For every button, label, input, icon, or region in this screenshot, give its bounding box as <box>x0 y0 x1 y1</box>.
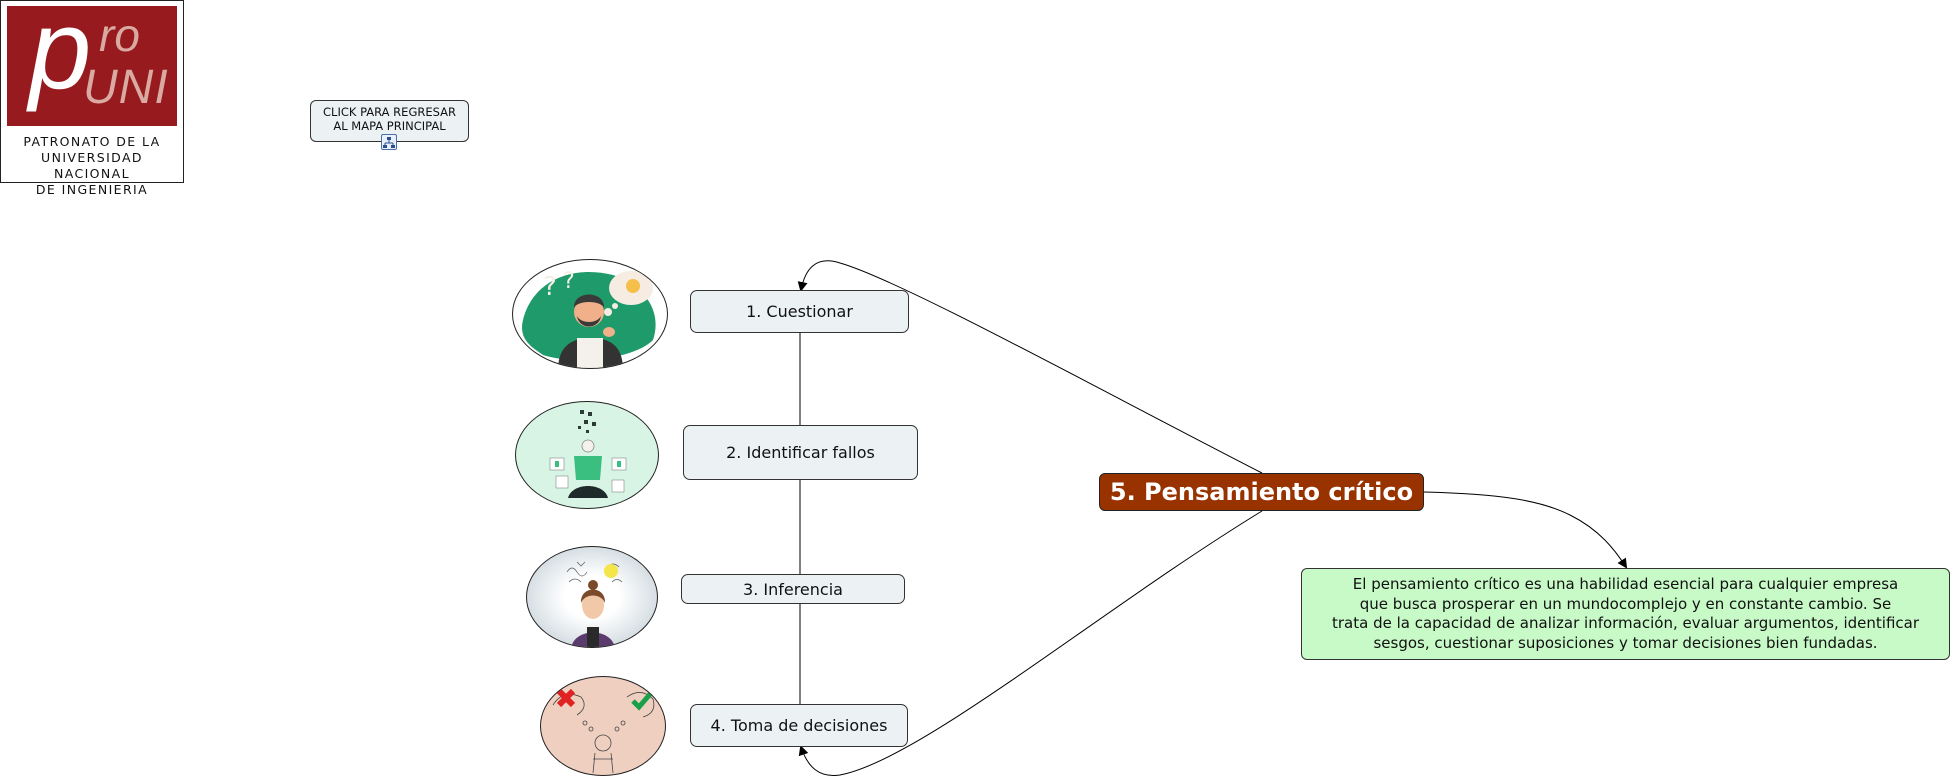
topic-node-label: 3. Inferencia <box>743 579 843 599</box>
topic-node-label: 4. Toma de decisiones <box>710 716 888 735</box>
back-to-main-map-button[interactable]: CLICK PARA REGRESAR AL MAPA PRINCIPAL <box>310 100 469 142</box>
description-line: que busca prosperar en un mundocomplejo … <box>1359 594 1892 613</box>
central-topic-node[interactable]: 5. Pensamiento crítico <box>1099 473 1424 511</box>
logo-caption: PATRONATO DE LA UNIVERSIDAD NACIONAL DE … <box>1 134 183 198</box>
logo-mark: p ro UNI <box>7 6 177 126</box>
logo-caption-line: UNIVERSIDAD NACIONAL <box>41 150 143 181</box>
topic-node-identificar-fallos[interactable]: 2. Identificar fallos <box>683 425 918 480</box>
svg-text:?: ? <box>563 269 575 294</box>
central-to-node1-arrow <box>797 260 1263 474</box>
back-button-line: CLICK PARA REGRESAR <box>323 105 456 119</box>
topic-node-label: 1. Cuestionar <box>746 302 853 321</box>
description-line: sesgos, cuestionar suposiciones y tomar … <box>1373 633 1878 652</box>
svg-text:?: ? <box>543 272 557 302</box>
central-topic-label: 5. Pensamiento crítico <box>1109 478 1414 506</box>
description-note[interactable]: El pensamiento crítico es una habilidad … <box>1301 568 1950 660</box>
logo-caption-line: PATRONATO DE LA <box>23 134 161 149</box>
central-to-description-arrow <box>1423 491 1628 569</box>
logo-mark-ro: ro <box>99 9 140 61</box>
map-link-icon[interactable] <box>381 134 397 150</box>
back-button-line: AL MAPA PRINCIPAL <box>333 119 446 133</box>
topic-node-label: 2. Identificar fallos <box>726 443 875 462</box>
thinking-man-illustration: ? ? <box>512 259 668 369</box>
topic-node-cuestionar[interactable]: 1. Cuestionar <box>690 290 909 333</box>
logo-caption-line: DE INGENIERIA <box>35 182 149 197</box>
person-with-screens-illustration <box>515 401 659 509</box>
logo-mark-p: p <box>29 6 92 112</box>
description-line: trata de la capacidad de analizar inform… <box>1331 614 1920 632</box>
prouni-logo: p ro UNI PATRONATO DE LA UNIVERSIDAD NAC… <box>0 0 184 197</box>
topic-node-toma-de-decisiones[interactable]: 4. Toma de decisiones <box>690 704 908 747</box>
woman-lightbulb-photo <box>526 546 658 648</box>
logo-mark-uni: UNI <box>83 61 169 114</box>
description-line: El pensamiento crítico es una habilidad … <box>1352 575 1899 593</box>
topic-node-inferencia[interactable]: 3. Inferencia <box>681 574 905 604</box>
central-to-node4-arrow <box>798 510 1263 777</box>
choice-x-check-illustration <box>540 676 666 776</box>
